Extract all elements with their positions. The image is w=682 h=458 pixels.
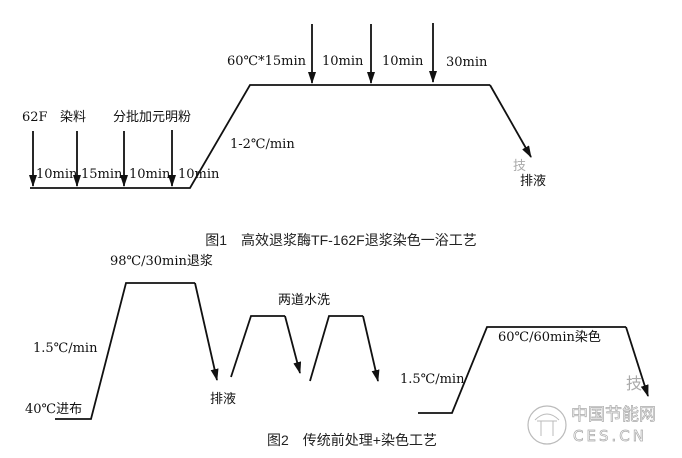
label-dye: 染料	[60, 110, 86, 125]
faint-label: 技	[513, 159, 526, 174]
label-interval: 10min	[178, 167, 220, 182]
label-wash: 两道水洗	[278, 293, 330, 308]
label-interval: 15min	[81, 167, 123, 182]
faint-label: 技	[626, 374, 642, 393]
wash1-curve	[230, 315, 285, 378]
label-drain: 排液	[210, 392, 236, 407]
figure1-drain-arrow	[489, 84, 532, 158]
figure1-dosing-arrows	[29, 23, 437, 187]
wash1-drain-arrow	[284, 315, 302, 374]
label-interval: 30min	[446, 55, 488, 70]
label-salt: 分批加元明粉	[113, 110, 191, 125]
figure1-temperature-curve	[30, 84, 490, 189]
label-drain: 排液	[520, 174, 546, 189]
label-rate: 1.5℃/min	[400, 372, 465, 387]
label-interval: 10min	[129, 167, 171, 182]
desize-drain-arrow	[194, 282, 219, 381]
desize-curve	[55, 282, 195, 420]
dyeing-drain-arrow	[625, 326, 649, 397]
label-interval: 10min	[322, 54, 364, 69]
label-desize: 98℃/30min退浆	[110, 254, 213, 269]
figure1-diagram: 62F 染料 分批加元明粉 60℃*15min 10min 10min 30mi…	[22, 23, 546, 248]
figure1-caption: 图1 高效退浆酶TF-162F退浆染色一浴工艺	[205, 232, 476, 248]
label-interval: 10min	[382, 54, 424, 69]
label-rate: 1.5℃/min	[33, 341, 98, 356]
label-dyeing: 60℃/60min染色	[498, 329, 601, 345]
label-rate: 1-2℃/min	[230, 137, 295, 152]
wash2-curve	[309, 315, 363, 382]
watermark-cn: 中国节能网	[571, 405, 656, 425]
dyeing-curve	[418, 326, 626, 414]
watermark-en: CES.CN	[573, 427, 647, 445]
label-hold: 60℃*15min	[227, 54, 307, 69]
label-load: 40℃进布	[25, 402, 82, 417]
figure2-caption: 图2 传统前处理+染色工艺	[267, 432, 437, 448]
wash2-drain-arrow	[362, 315, 380, 382]
watermark-logo-icon	[527, 405, 567, 445]
figure2-diagram: 98℃/30min退浆 1.5℃/min 40℃进布 排液 两道水洗 60℃/6…	[25, 254, 649, 448]
watermark: 中国节能网 CES.CN	[527, 405, 656, 445]
label-interval: 10min	[36, 167, 78, 182]
label-62f: 62F	[22, 110, 48, 125]
